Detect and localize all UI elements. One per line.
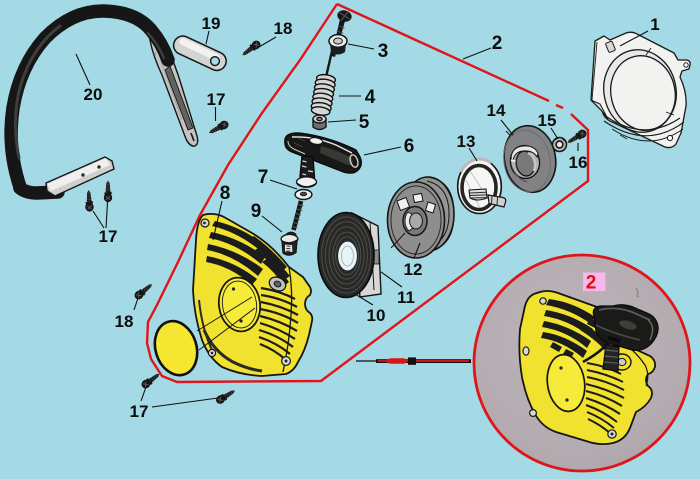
svg-text:3: 3 — [378, 41, 389, 62]
svg-text:8: 8 — [220, 183, 231, 204]
svg-text:16: 16 — [569, 153, 588, 172]
svg-text:10: 10 — [367, 306, 386, 325]
svg-text:13: 13 — [457, 132, 476, 151]
svg-text:15: 15 — [538, 111, 557, 130]
svg-text:4: 4 — [365, 87, 376, 108]
svg-text:11: 11 — [397, 288, 415, 307]
svg-text:12: 12 — [404, 260, 423, 279]
svg-text:2: 2 — [492, 33, 503, 54]
svg-text:6: 6 — [404, 136, 415, 157]
svg-text:9: 9 — [251, 201, 262, 222]
svg-text:19: 19 — [202, 14, 221, 33]
svg-text:18: 18 — [115, 312, 134, 331]
svg-text:18: 18 — [274, 19, 293, 38]
svg-text:17: 17 — [130, 402, 149, 421]
svg-text:17: 17 — [99, 227, 118, 246]
svg-text:5: 5 — [359, 112, 370, 133]
svg-text:20: 20 — [84, 85, 103, 104]
svg-text:17: 17 — [207, 90, 226, 109]
svg-text:2: 2 — [586, 273, 597, 294]
svg-text:14: 14 — [487, 101, 506, 120]
svg-text:1: 1 — [650, 15, 659, 34]
svg-text:7: 7 — [258, 167, 269, 188]
